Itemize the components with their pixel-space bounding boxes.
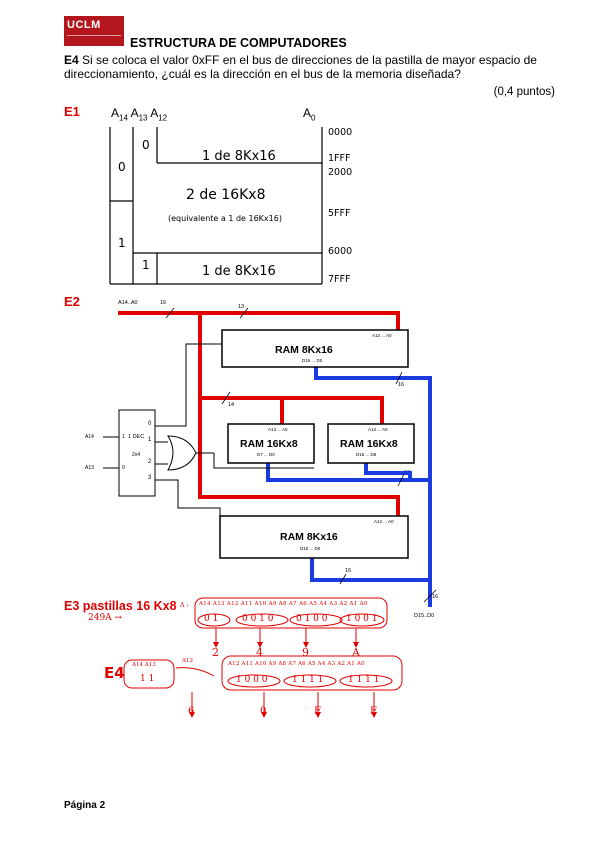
e3-bits-group-1: 0 0 1 0 — [242, 614, 274, 624]
e3-label: E3 pastillas 16 Kx8 — [64, 599, 177, 613]
e2-width-13: 13 — [238, 304, 245, 310]
e2-decoder-out-1: 1 — [148, 437, 152, 443]
e1-block-top: 1 de 8Kx16 — [202, 149, 276, 164]
e1-addr-2000: 2000 — [328, 167, 353, 178]
e2-ram-left-addr: A13 ... A0 — [268, 427, 288, 432]
e2-width-14: 14 — [228, 402, 235, 408]
uclm-logo: UCLM — [64, 16, 124, 46]
e3-address-labels: A14 A13 A12 A11 A10 A9 A8 A7 A6 A5 A4 A3… — [199, 601, 368, 607]
e1-addr-1fff: 1FFF — [328, 153, 351, 164]
logo-text: UCLM — [67, 19, 101, 31]
e2-ram-left-name: RAM 16Kx8 — [240, 438, 298, 450]
e3-bits-group-2: 0 1 0 0 — [296, 614, 328, 624]
e2-ram-top-name: RAM 8Kx16 — [275, 344, 333, 356]
e2-width-16-d: 16 — [345, 568, 352, 574]
e3-hex-0: 2 — [212, 646, 219, 659]
course-title: ESTRUCTURA DE COMPUTADORES — [130, 36, 347, 50]
e1-bit-a13-bot: 1 — [142, 258, 150, 272]
e2-decoder-input-b: A13 — [85, 465, 94, 471]
e2-decoder-subtitle: 2x4 — [132, 452, 141, 458]
e1-block-mid-note: (equivalente a 1 de 16Kx16) — [168, 214, 282, 223]
e1-block-mid: 2 de 16Kx8 — [186, 187, 266, 203]
e2-ram-bottom-addr: A12 ... A0 — [374, 519, 394, 524]
e3-a-prefix: A : — [180, 602, 189, 609]
e2-decoder-out-2: 2 — [148, 459, 152, 465]
e1-addr-6000: 6000 — [328, 246, 353, 257]
e1-bit-a14-bot: 1 — [118, 236, 126, 250]
e1-bit-a14-top: 0 — [118, 160, 126, 174]
e4-hex-1: 0 — [260, 706, 267, 717]
e3-hex-3: A — [352, 646, 360, 659]
e2-decoder-pin-0: 0 — [122, 465, 125, 471]
question-statement: E4 Si se coloca el valor 0xFF en el bus … — [64, 53, 544, 81]
e4-hex-3: F — [370, 706, 377, 717]
e4-bits-group-3: 1 1 1 1 — [348, 675, 380, 685]
e1-addr-7fff: 7FFF — [328, 274, 351, 285]
e4-address-labels: A12 A11 A10 A9 A8 A7 A6 A5 A4 A3 A2 A1 A… — [228, 661, 365, 667]
e1-addr-a0: A0 — [303, 106, 316, 123]
e3-value-note: 249A → — [88, 613, 123, 623]
question-label: E4 — [64, 53, 79, 67]
e1-label: E1 — [64, 104, 80, 119]
e1-block-bot: 1 de 8Kx16 — [202, 264, 276, 279]
e2-decoder-out-0: 0 — [148, 421, 152, 427]
e2-ram-bottom-name: RAM 8Kx16 — [280, 531, 338, 543]
e2-address-bus-label: A14..A0 — [118, 300, 138, 306]
e2-decoder-out-3: 3 — [148, 475, 152, 481]
e4-left-addr-labels: A14 A13 — [132, 662, 156, 668]
e2-label: E2 — [64, 294, 80, 309]
e2-ram-bottom-data: D15 ... D0 — [300, 546, 321, 551]
e4-left-bits: 1 1 — [140, 674, 155, 684]
e4-bits-group-1: 1 0 0 0 — [236, 675, 268, 685]
e2-data-bus-label: D15..D0 — [414, 613, 435, 619]
e4-bits-group-2: 1 1 1 1 — [292, 675, 324, 685]
e2-ram-right-data: D15 ... D8 — [356, 452, 377, 457]
points-label: (0,4 puntos) — [493, 86, 555, 98]
logo-underline — [67, 35, 121, 42]
e3-bits-group-3: 1 0 0 1 — [346, 614, 378, 624]
e1-addr-0000: 0000 — [328, 127, 353, 138]
e4-mid-label: A12 — [182, 658, 193, 664]
e2-decoder-pin-1: 1 — [122, 434, 125, 440]
e4-label: E4 — [104, 664, 125, 682]
e4-hex-0: 6 — [188, 706, 195, 717]
e2-ram-right-addr: A13 ... A0 — [368, 427, 388, 432]
e2-decoder-title: 1 DEC — [128, 434, 145, 440]
question-text: Si se coloca el valor 0xFF en el bus de … — [64, 53, 537, 81]
e1-addr-5fff: 5FFF — [328, 208, 351, 219]
e1-bit-a13-top: 0 — [142, 138, 150, 152]
e2-ram-left-data: D7 ... D0 — [257, 452, 275, 457]
e2-ram-right-name: RAM 16Kx8 — [340, 438, 398, 450]
e3-hex-2: 9 — [302, 646, 309, 659]
e4-hex-2: F — [314, 706, 321, 717]
page-number: Página 2 — [64, 800, 106, 811]
e2-ram-top-addr: A12 ... A0 — [372, 333, 392, 338]
e2-ram-top-data: D15 ... D0 — [302, 358, 323, 363]
e1-addr-header: A14 A13 A12 — [111, 106, 168, 123]
e2-width-16-e: 16 — [432, 594, 439, 600]
e3-bits-a14-a13: 0 1 — [204, 614, 219, 624]
e2-width-16-b: 16 — [398, 382, 405, 388]
e2-decoder-input-a: A14 — [85, 434, 94, 440]
e3-hex-1: 4 — [256, 646, 263, 659]
e2-width-16: 16 — [160, 300, 167, 306]
